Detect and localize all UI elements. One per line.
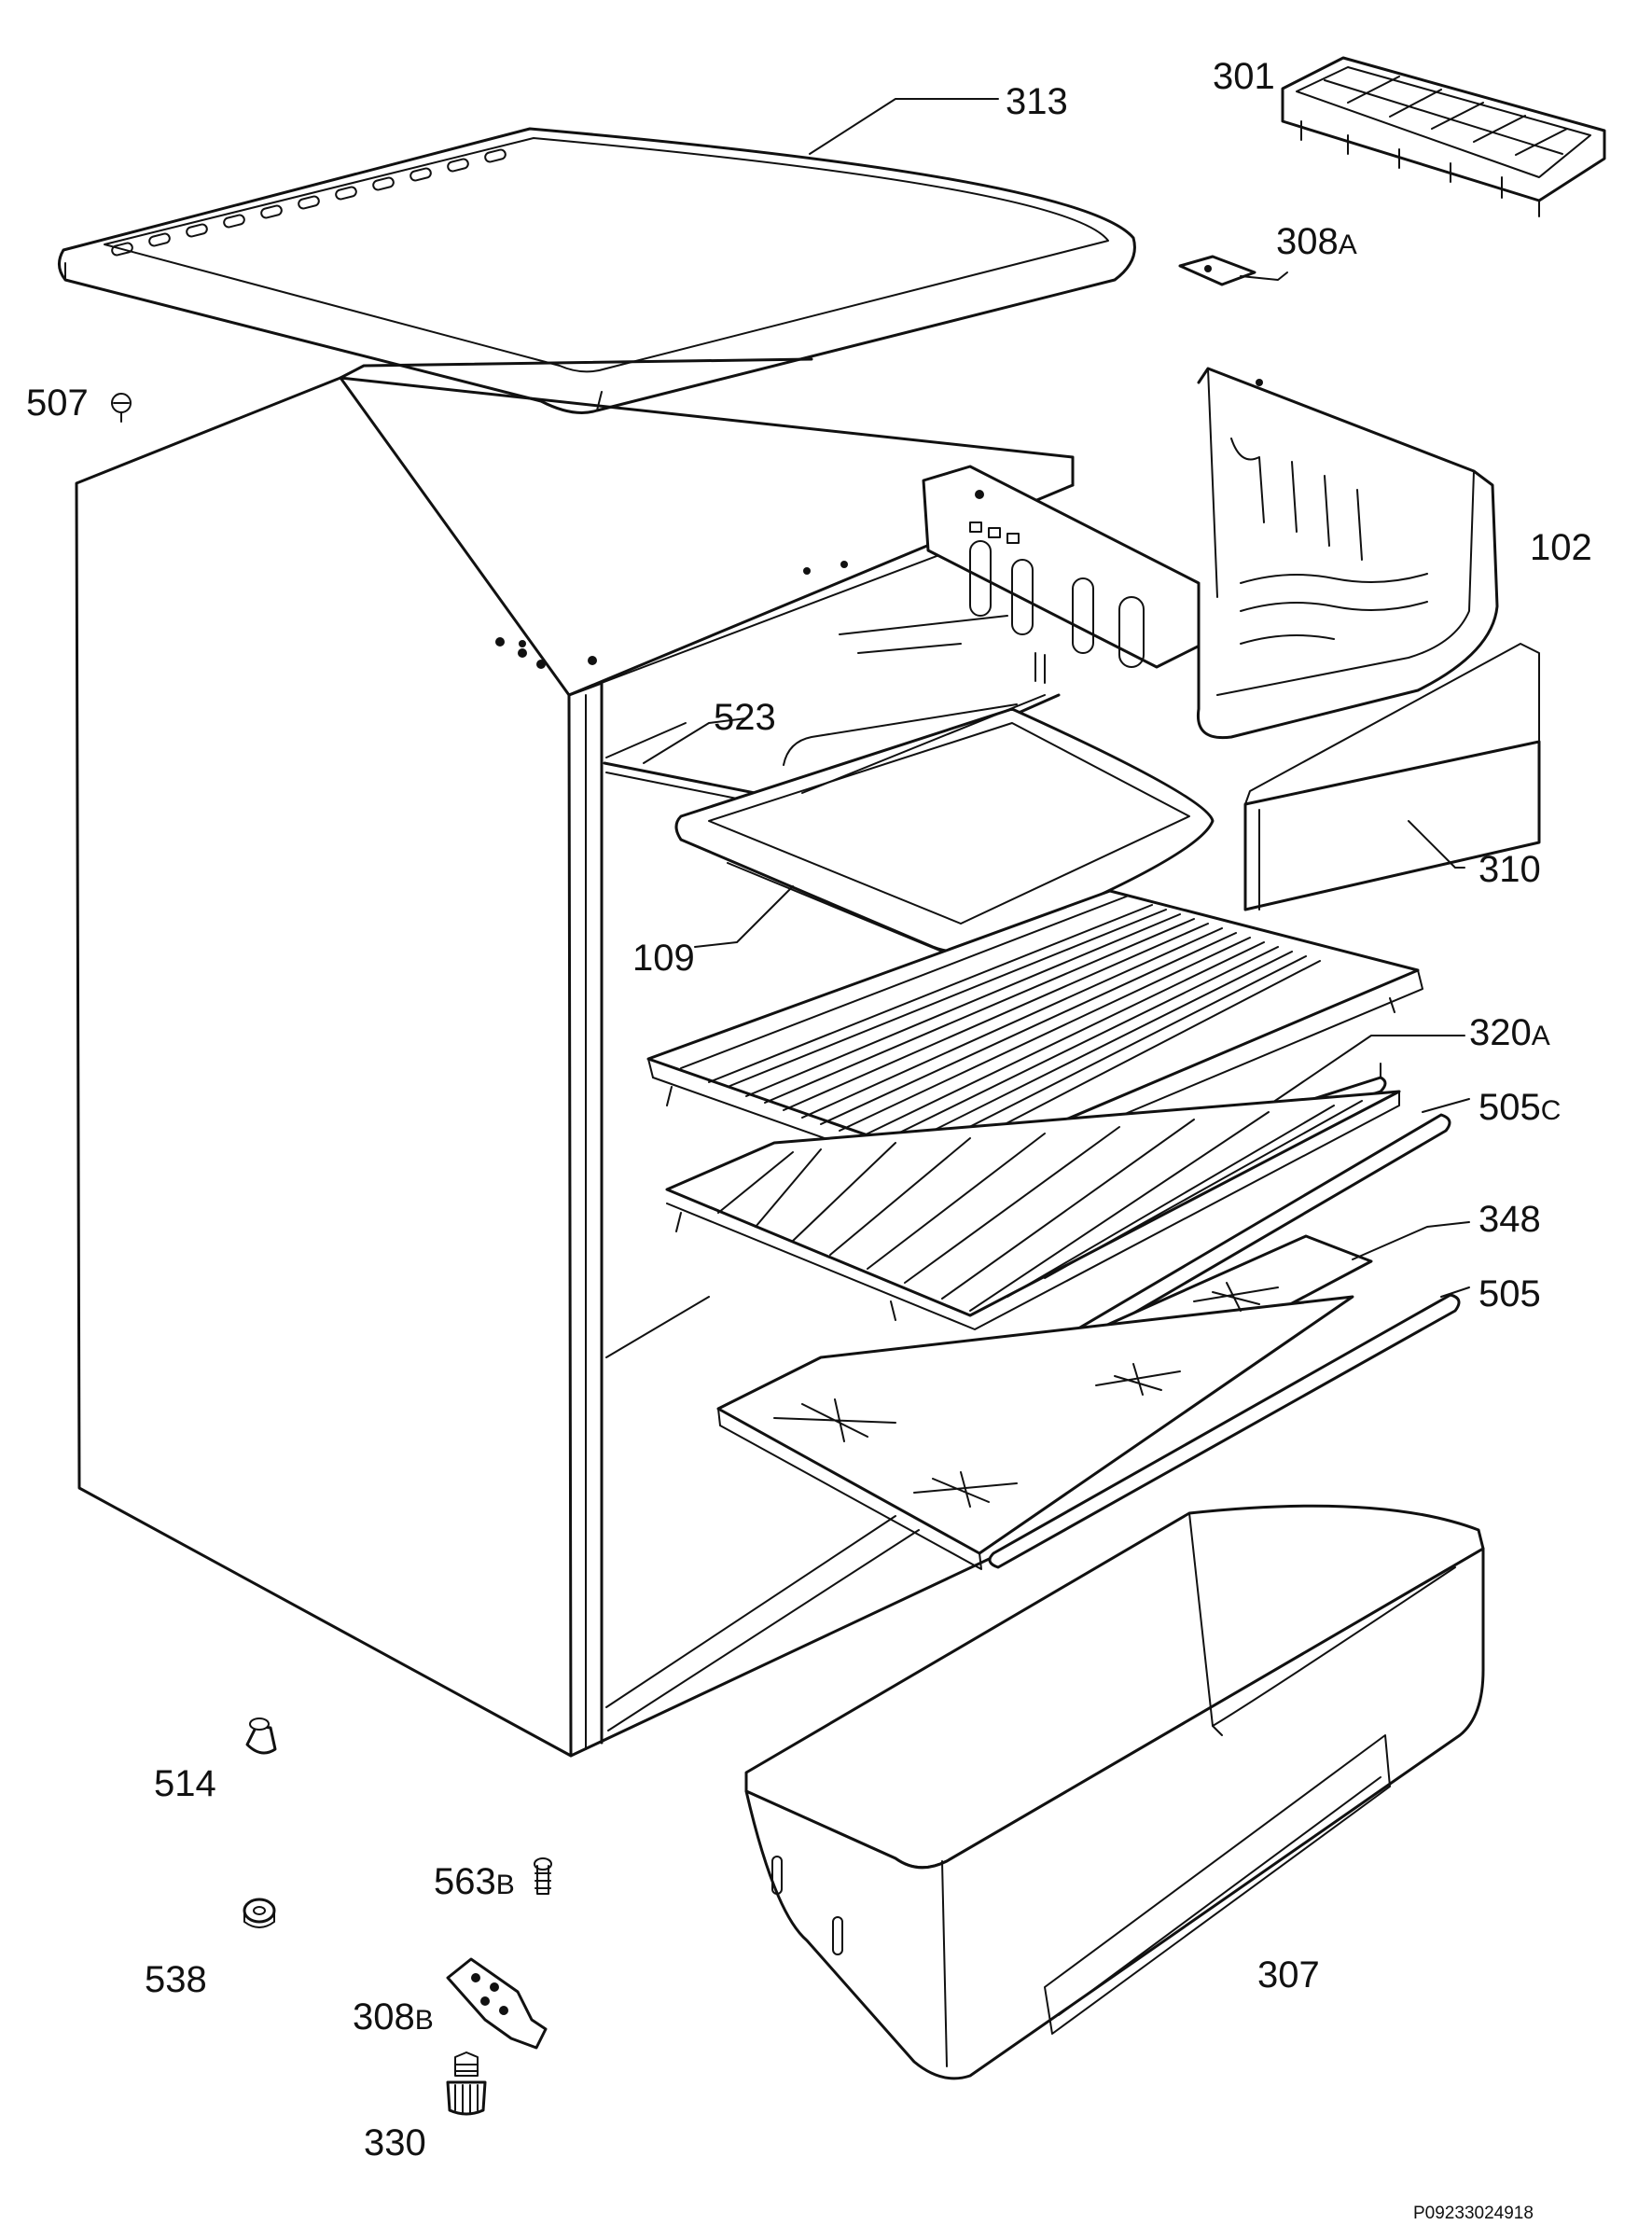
- part-348-glass-plate: [716, 1234, 1373, 1570]
- part-wire-shelf-lower: [665, 1090, 1401, 1330]
- label-505c-main: 505: [1478, 1087, 1541, 1128]
- label-330: 330: [364, 2122, 426, 2163]
- label-308b-main: 308: [353, 1996, 415, 2037]
- label-505: 505: [1478, 1273, 1541, 1314]
- label-301: 301: [1213, 56, 1275, 97]
- label-505c: 505C: [1478, 1087, 1561, 1128]
- label-308b: 308B: [353, 1996, 434, 2037]
- leader-109: [694, 885, 794, 948]
- label-313: 313: [1006, 81, 1068, 122]
- cover-vent-slots: [111, 148, 507, 257]
- label-320a: 320A: [1469, 1012, 1550, 1053]
- part-308a-hinge: [1178, 255, 1288, 286]
- label-348: 348: [1478, 1199, 1541, 1240]
- upper-shelf-wires: [680, 895, 1321, 1162]
- part-514-foot: [245, 1717, 277, 1755]
- label-563b-sub: B: [496, 1870, 515, 1900]
- label-514: 514: [154, 1763, 216, 1804]
- lower-shelf-wires: [717, 1100, 1363, 1312]
- label-308a-main: 308: [1276, 221, 1339, 262]
- label-320a-sub: A: [1532, 1021, 1550, 1051]
- part-538-nut: [243, 1898, 276, 1928]
- leader-505: [1440, 1286, 1470, 1298]
- part-301-ice-tray: [1281, 56, 1606, 217]
- label-308a-sub: A: [1339, 229, 1357, 260]
- leader-505c: [1422, 1098, 1470, 1113]
- part-505-strip: [988, 1293, 1461, 1569]
- label-307: 307: [1257, 1954, 1320, 1996]
- label-563b-main: 563: [434, 1861, 496, 1902]
- part-563b-screw: [534, 1857, 552, 1895]
- label-507: 507: [26, 382, 89, 424]
- leader-523: [643, 717, 747, 764]
- label-310: 310: [1478, 849, 1541, 890]
- label-538: 538: [145, 1959, 207, 2000]
- part-330-foot: [446, 2051, 487, 2116]
- label-563b: 563B: [434, 1861, 515, 1902]
- label-505c-sub: C: [1541, 1095, 1562, 1126]
- cabinet-body: [75, 357, 1075, 1758]
- part-310-flap: [1243, 643, 1541, 911]
- glass-texture-marks: [773, 1282, 1279, 1508]
- label-308a: 308A: [1276, 221, 1357, 262]
- drawing-code: P09233024918: [1413, 2204, 1534, 2223]
- label-523: 523: [714, 697, 776, 738]
- leader-348: [1352, 1221, 1470, 1260]
- part-102-evaporator: [922, 367, 1499, 740]
- label-109: 109: [632, 938, 695, 979]
- part-313-top-cover: [58, 98, 1136, 414]
- part-308b-hinge: [446, 1957, 548, 2050]
- label-320a-main: 320: [1469, 1012, 1532, 1053]
- leader-320a: [1240, 1035, 1465, 1125]
- label-102: 102: [1530, 527, 1592, 568]
- part-109-drip-tray: [674, 694, 1215, 953]
- part-307-crisper-drawer: [744, 1504, 1485, 2080]
- label-308b-sub: B: [415, 2005, 434, 2036]
- part-507-screw: [111, 393, 132, 423]
- part-wire-shelf-upper: [646, 889, 1423, 1186]
